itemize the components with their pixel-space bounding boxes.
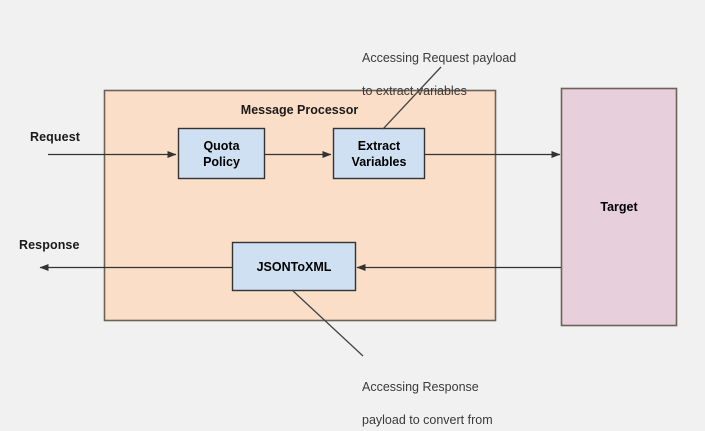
extract-variables-box bbox=[332, 127, 426, 180]
target-node[interactable]: Target bbox=[561, 88, 677, 326]
quota-policy-box bbox=[177, 127, 266, 180]
request-annotation-line1: Accessing Request payload bbox=[362, 50, 517, 65]
response-annotation-line1: Accessing Response bbox=[362, 379, 479, 394]
response-annotation-leader bbox=[291, 289, 364, 357]
response-annotation-text: Accessing Response payload to convert fr… bbox=[362, 362, 493, 431]
quota-policy-label-line2: Policy bbox=[203, 154, 240, 169]
target-box bbox=[560, 87, 678, 327]
jsontoxml-box bbox=[231, 241, 357, 292]
quota-policy-node[interactable]: Quota Policy bbox=[178, 128, 265, 179]
response-annotation-line2: payload to convert from bbox=[362, 412, 493, 427]
request-annotation-line2: to extract variables bbox=[362, 83, 467, 98]
extract-variables-label: Extract Variables bbox=[352, 138, 407, 170]
request-annotation-leader bbox=[382, 66, 442, 130]
quota-policy-label-line1: Quota bbox=[203, 138, 240, 153]
target-label: Target bbox=[600, 200, 638, 214]
jsontoxml-label: JSONToXML bbox=[256, 259, 332, 274]
extract-variables-label-line2: Variables bbox=[351, 154, 407, 169]
jsontoxml-node[interactable]: JSONToXML bbox=[232, 242, 356, 291]
request-annotation-text: Accessing Request payload to extract var… bbox=[362, 33, 516, 99]
message-processor-title: Message Processor bbox=[240, 103, 359, 117]
request-label: Request bbox=[30, 130, 81, 144]
response-label: Response bbox=[19, 238, 80, 252]
extract-variables-node[interactable]: Extract Variables bbox=[333, 128, 425, 179]
extract-variables-label-line1: Extract bbox=[357, 138, 401, 153]
quota-policy-label: Quota Policy bbox=[203, 138, 240, 170]
